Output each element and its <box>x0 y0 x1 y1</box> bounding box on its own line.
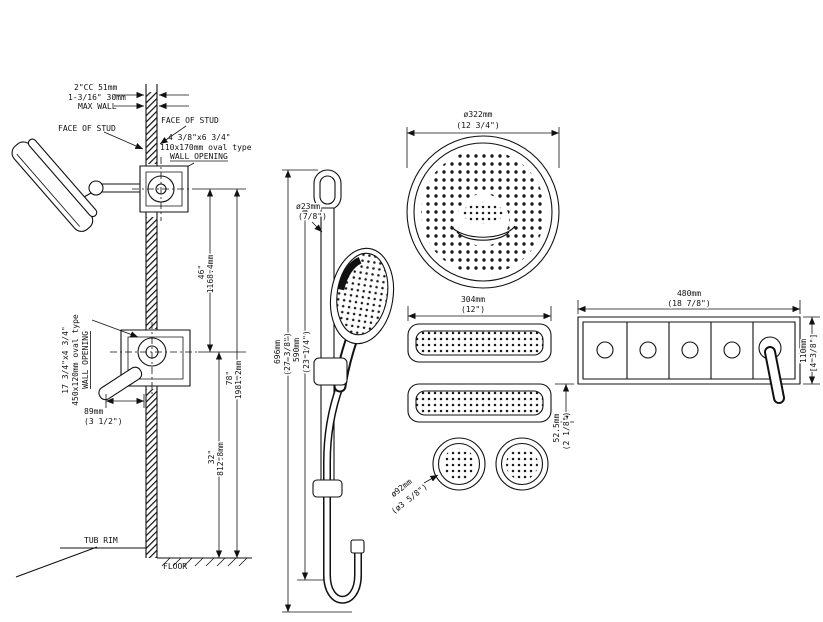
control-knob-3 <box>681 341 699 359</box>
label-max-wall: MAX WALL <box>78 102 117 111</box>
dim-46-mm: 1168.4mm <box>206 255 215 294</box>
shower-arm-mount <box>132 157 196 221</box>
dim-32-in: 32" <box>207 450 216 464</box>
bar-bottom-mount <box>312 479 343 498</box>
label-face-of-stud-left: FACE OF STUD <box>58 124 116 133</box>
control-knob-4 <box>723 341 741 359</box>
dim-bar-dia-mm: ø23mm <box>296 202 320 211</box>
label-cc: 2"CC 51mm <box>74 83 118 92</box>
body-sprays: ø92mm (ø3 5/8") <box>388 437 549 517</box>
overhead-shower: ø322mm (12 3/4") <box>406 109 560 289</box>
valve-opening-note: 17 3/4"x4 3/4" 450x120mm oval type WALL … <box>61 314 139 406</box>
valve-rough-in: 89mm (3 1/2") <box>83 322 198 428</box>
dim-52-mm: 52.5mm <box>552 413 561 442</box>
dim-480-in: (18 7/8") <box>667 299 710 308</box>
label-head-opening: WALL OPENING <box>170 152 228 161</box>
handshower-head <box>329 247 395 345</box>
slide-bar-assembly: 696mm (27 3/8") 590mm (23 1/4") <box>272 169 395 613</box>
dim-78-mm: 1981.2mm <box>234 361 243 400</box>
dim-696-mm: 696mm <box>273 340 282 364</box>
label-valve-opening: WALL OPENING <box>81 331 90 389</box>
label-valve-opening-in: 17 3/4"x4 3/4" <box>61 326 70 393</box>
label-valve-opening-mm: 450x120mm oval type <box>71 314 80 406</box>
label-tub-rim: TUB RIM <box>84 536 118 545</box>
dim-bar-dia-in: (7/8") <box>298 212 327 221</box>
dim-304-in: (12") <box>461 305 485 314</box>
label-head-opening-mm: 110x170mm oval type <box>160 143 252 152</box>
label-face-of-stud-right: FACE OF STUD <box>161 116 219 125</box>
label-max-wall-mm: 1-3/16" 30mm <box>68 93 126 102</box>
dim-590-in: (23 1/4") <box>302 330 311 373</box>
dim-46-in: 46" <box>197 265 206 279</box>
label-head-opening-in: 4 3/8"x6 3/4" <box>168 133 231 142</box>
control-panel: 480mm (18 7/8") 110mm [4 3/8"] <box>577 288 820 404</box>
dim-110-mm: 110mm <box>799 339 808 363</box>
dim-322-mm: ø322mm <box>464 110 493 119</box>
valve-handle <box>98 366 143 401</box>
dim-78-in: 78" <box>225 371 234 385</box>
dim-322-in: (12 3/4") <box>456 121 499 130</box>
hose-end-fitting <box>350 539 365 554</box>
dim-89-mm: 89mm <box>84 407 103 416</box>
control-knob-2 <box>639 341 657 359</box>
control-knob-1 <box>596 341 614 359</box>
height-dimensions: 46" 1168.4mm 78" 1981.2mm 32" 812.8mm <box>196 188 246 558</box>
slider-bracket <box>313 357 348 386</box>
wall-shower-head <box>11 138 141 232</box>
dim-32-mm: 812.8mm <box>216 442 225 476</box>
wall-section: 2"CC 51mm 1-3/16" 30mm MAX WALL FACE OF … <box>58 83 252 558</box>
dim-480-mm: 480mm <box>677 289 701 298</box>
tub-and-floor: TUB RIM FLOOR <box>15 536 252 578</box>
label-floor: FLOOR <box>163 562 187 571</box>
dim-696-in: (27 3/8") <box>283 332 292 375</box>
dim-590-mm: 590mm <box>292 338 301 362</box>
dim-110-in: [4 3/8"] <box>809 334 818 373</box>
dim-89-in: (3 1/2") <box>84 417 123 426</box>
spray-bars: 304mm (12") 52.5mm (2 1/8") <box>407 294 574 452</box>
dim-304-mm: 304mm <box>461 295 485 304</box>
dim-52-in: (2 1/8") <box>562 412 571 451</box>
